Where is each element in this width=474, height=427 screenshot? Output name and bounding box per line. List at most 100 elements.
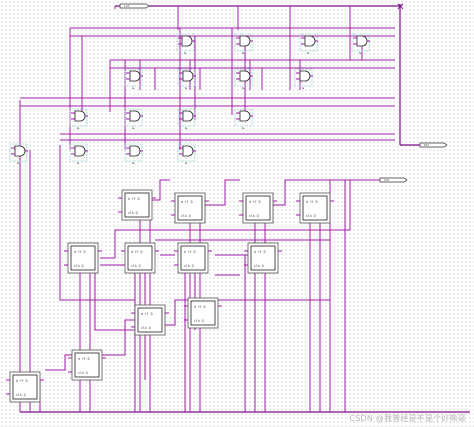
gate-tag: & (132, 126, 135, 130)
pin-name: CLK (124, 4, 130, 8)
gate-symbol (304, 35, 316, 47)
gate-outline (234, 108, 253, 127)
flipflop-sublabel: clk Q (254, 264, 264, 268)
gate-symbol (182, 110, 194, 122)
gate-tag: & (77, 161, 80, 165)
flipflop-label: d ff D (128, 197, 140, 201)
gate-outline (177, 108, 196, 127)
flipflop-body (12, 374, 38, 400)
and-gate: & (9, 143, 28, 165)
gate-outline (69, 143, 88, 162)
gate-tag: & (132, 161, 135, 165)
gate-tag: & (307, 51, 310, 55)
pin-name: OUT (384, 178, 390, 182)
gate-outline (294, 68, 313, 87)
gate-outline (124, 68, 143, 87)
flipflop-body (74, 352, 100, 378)
gate-symbol (74, 110, 86, 122)
gate-symbol (239, 35, 251, 47)
and-gate: & (124, 143, 143, 165)
and-gate: & (234, 108, 253, 130)
and-gate: & (176, 33, 195, 55)
gate-tag: & (185, 86, 188, 90)
flipflop-sublabel: clk Q (128, 211, 138, 215)
d-flipflop: d ff D clk Q (296, 192, 334, 224)
gate-tag: & (302, 86, 305, 90)
flipflop-sublabel: clk Q (306, 214, 316, 218)
gate-tag: & (242, 51, 245, 55)
and-gate: & (177, 143, 196, 165)
gate-outline (176, 33, 195, 52)
gate-symbol (14, 145, 26, 157)
flipflop-sublabel: clk Q (141, 326, 151, 330)
and-gate: & (177, 68, 196, 90)
d-flipflop: d ff D clk Q (121, 242, 159, 274)
flipflop-body (127, 245, 153, 271)
and-gate: & (69, 143, 88, 165)
and-gate: & (351, 33, 370, 55)
flipflop-sublabel: clk Q (78, 371, 88, 375)
gate-outline (177, 68, 196, 87)
flipflop-label: d ff D (16, 379, 28, 383)
wire (150, 179, 170, 201)
flipflop-sublabel: clk Q (74, 264, 84, 268)
io-pin-layer: CLK RST OUT (119, 3, 448, 183)
gate-symbol (182, 145, 194, 157)
gate-tag: & (132, 86, 135, 90)
gate-symbol (356, 35, 368, 47)
flipflop-label: d ff D (78, 357, 90, 361)
and-gate: & (294, 68, 313, 90)
and-gate: & (124, 108, 143, 130)
wire (59, 145, 136, 318)
gate-layer: & & & & & & & & & & & & & & & & (9, 33, 370, 165)
gate-outline (299, 33, 318, 52)
gate-tag: & (184, 51, 187, 55)
gate-outline (177, 143, 196, 162)
d-flipflop: d ff D clk Q (131, 304, 169, 336)
d-flipflop: d ff D clk Q (68, 349, 106, 381)
gate-tag: & (185, 161, 188, 165)
flipflop-body (70, 245, 96, 271)
flipflop-label: d ff D (184, 250, 196, 254)
flipflop-label: d ff D (141, 312, 153, 316)
and-gate: & (177, 108, 196, 130)
d-flipflop: d ff D clk Q (64, 242, 102, 274)
flipflop-label: d ff D (131, 250, 143, 254)
gate-tag: & (359, 51, 362, 55)
flipflop-sublabel: clk Q (131, 264, 141, 268)
pin-name: RST (424, 143, 430, 147)
and-gate: & (124, 68, 143, 90)
gate-symbol (129, 110, 141, 122)
gate-tag: & (242, 86, 245, 90)
gate-tag: & (185, 126, 188, 130)
flipflop-body (137, 307, 163, 333)
close-icon[interactable]: ✕ (396, 2, 405, 13)
gate-outline (124, 143, 143, 162)
gate-tag: & (17, 161, 20, 165)
io-pin: RST (419, 142, 448, 148)
flipflop-body (250, 245, 276, 271)
gate-symbol (129, 70, 141, 82)
gate-outline (124, 108, 143, 127)
io-pin: OUT (379, 177, 408, 183)
flipflop-label: d ff D (306, 200, 318, 204)
flipflop-sublabel: clk Q (184, 264, 194, 268)
pin-shape (419, 142, 448, 148)
gate-symbol (74, 145, 86, 157)
io-pin: CLK (119, 3, 150, 9)
flipflop-sublabel: clk Q (181, 214, 191, 218)
d-flipflop: d ff D clk Q (118, 189, 156, 221)
wire (45, 354, 75, 371)
flipflop-label: d ff D (74, 250, 86, 254)
flipflop-sublabel: clk Q (194, 319, 204, 323)
flipflop-body (180, 245, 206, 271)
wire-layer (19, 4, 470, 413)
gate-symbol (182, 70, 194, 82)
gate-tag: & (77, 126, 80, 130)
